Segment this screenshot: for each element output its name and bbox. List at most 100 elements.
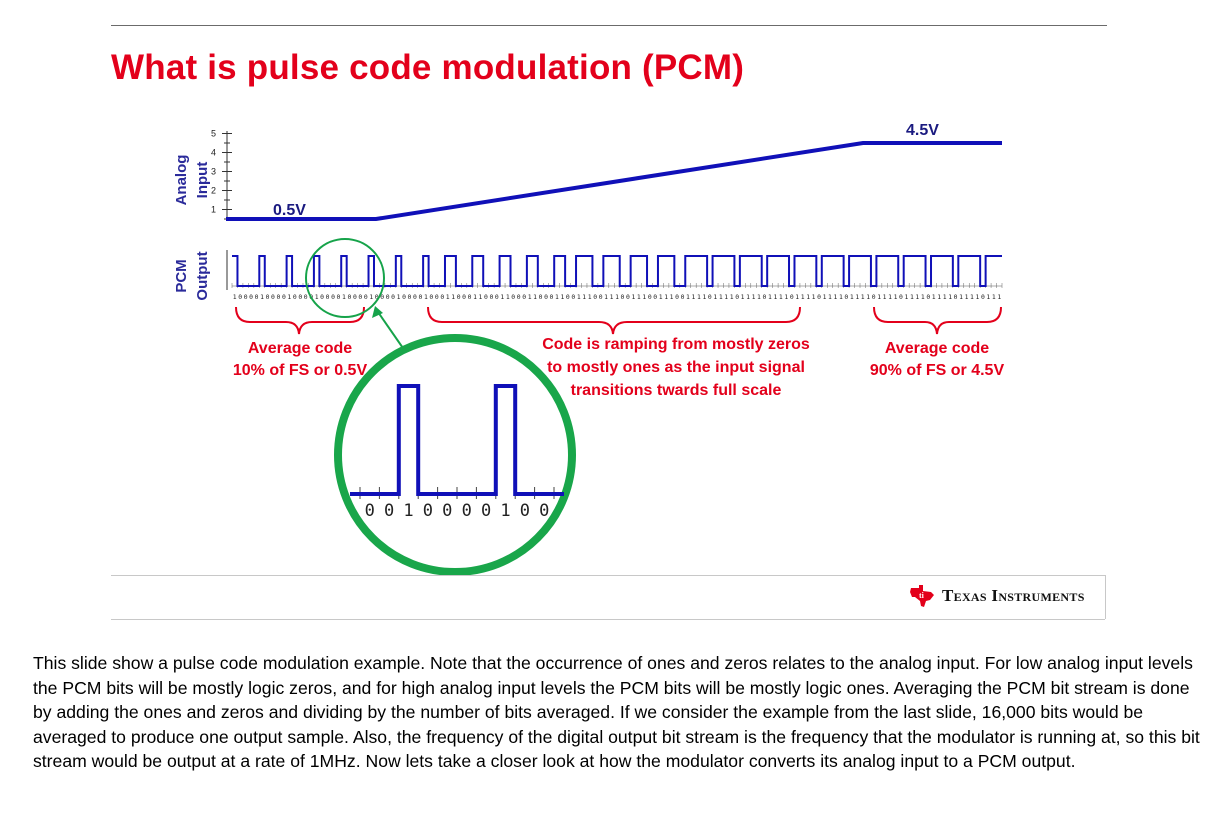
pcm-bit-label: 0 <box>413 293 417 301</box>
pcm-bit-label: 1 <box>604 293 608 301</box>
pcm-bit-label: 0 <box>981 293 985 301</box>
pcm-bit-label: 1 <box>970 293 974 301</box>
pcm-bit-label: 0 <box>954 293 958 301</box>
analog-ticks <box>222 133 232 220</box>
footer-right-rule <box>1105 575 1106 619</box>
pcm-bit-label: 0 <box>708 293 712 301</box>
pcm-bit-label: 0 <box>435 293 439 301</box>
zoom-arrowhead <box>372 306 383 318</box>
zoom-bit-label: 0 <box>520 501 530 521</box>
pcm-bit-label: 1 <box>915 293 919 301</box>
pcm-bit-label: 0 <box>337 293 341 301</box>
pcm-bit-label: 0 <box>255 293 259 301</box>
pcm-bit-label: 1 <box>506 293 510 301</box>
pcm-bit-label: 1 <box>588 293 592 301</box>
top-divider <box>111 25 1107 26</box>
pcm-bit-label: 1 <box>997 293 1001 301</box>
pcm-bit-label: 0 <box>550 293 554 301</box>
pcm-bit-label: 0 <box>484 293 488 301</box>
pcm-bit-label: 0 <box>735 293 739 301</box>
slide-title: What is pulse code modulation (PCM) <box>111 48 745 87</box>
pcm-bit-label: 1 <box>697 293 701 301</box>
pcm-bit-label: 1 <box>910 293 914 301</box>
pcm-bit-label: 0 <box>391 293 395 301</box>
pcm-bit-label: 0 <box>539 293 543 301</box>
pcm-bit-label: 1 <box>741 293 745 301</box>
pcm-bit-label: 0 <box>418 293 422 301</box>
pcm-bit-label: 1 <box>397 293 401 301</box>
pcm-bit-label: 0 <box>790 293 794 301</box>
pcm-bit-label: 1 <box>369 293 373 301</box>
zoom-bit-label: 1 <box>500 501 510 521</box>
zoom-bit-label: 0 <box>423 501 433 521</box>
pcm-bit-label: 1 <box>424 293 428 301</box>
pcm-bit-label: 0 <box>648 293 652 301</box>
pcm-bit-label: 0 <box>517 293 521 301</box>
pcm-bit-label: 1 <box>713 293 717 301</box>
pcm-bit-label: 0 <box>249 293 253 301</box>
pcm-bit-label: 1 <box>757 293 761 301</box>
pcm-bit-label: 0 <box>681 293 685 301</box>
left-caption-line2: 10% of FS or 0.5V <box>233 362 368 379</box>
pcm-bit-label: 1 <box>342 293 346 301</box>
pcm-bit-label: 0 <box>298 293 302 301</box>
pcm-bit-label: 0 <box>304 293 308 301</box>
pcm-bit-label: 0 <box>408 293 412 301</box>
pcm-bit-label: 1 <box>855 293 859 301</box>
zoom-waveform <box>350 384 564 496</box>
pcm-bit-label: 0 <box>462 293 466 301</box>
pcm-bit-label: 0 <box>899 293 903 301</box>
pcm-bit-label: 1 <box>451 293 455 301</box>
pcm-bit-label: 1 <box>582 293 586 301</box>
right-brace <box>873 306 1002 335</box>
pcm-bit-label: 1 <box>610 293 614 301</box>
pcm-bit-label: 0 <box>675 293 679 301</box>
analog-tick-label: 3 <box>211 167 216 177</box>
zoom-bit-label: 0 <box>442 501 452 521</box>
pcm-bit-label: 0 <box>817 293 821 301</box>
pcm-bit-label: 1 <box>861 293 865 301</box>
pcm-bit-label: 1 <box>659 293 663 301</box>
pcm-bit-label: 1 <box>479 293 483 301</box>
left-brace <box>235 306 365 335</box>
pcm-bit-label: 0 <box>238 293 242 301</box>
pcm-bit-label: 1 <box>976 293 980 301</box>
pcm-bit-label: 1 <box>730 293 734 301</box>
pcm-bit-label: 1 <box>773 293 777 301</box>
pcm-bit-label: 1 <box>702 293 706 301</box>
pcm-bit-label: 1 <box>959 293 963 301</box>
pcm-bit-label: 0 <box>402 293 406 301</box>
pcm-axis-label-2: Output <box>194 251 211 300</box>
footer-bottom-rule <box>111 619 1105 620</box>
pcm-bit-label: 0 <box>566 293 570 301</box>
pcm-axis-label: PCM <box>173 259 190 292</box>
ti-logo-text: Texas Instruments <box>942 586 1085 605</box>
pcm-bit-label: 0 <box>380 293 384 301</box>
zoom-bit-label: 0 <box>462 501 472 521</box>
pcm-bit-label: 1 <box>823 293 827 301</box>
pcm-bit-label: 0 <box>544 293 548 301</box>
pcm-bit-label: 0 <box>626 293 630 301</box>
pcm-bit-label: 1 <box>801 293 805 301</box>
middle-caption-line3: transitions twards full scale <box>571 382 782 399</box>
pcm-bit-label: 1 <box>746 293 750 301</box>
pcm-bit-label: 1 <box>883 293 887 301</box>
pcm-bit-label: 1 <box>233 293 237 301</box>
middle-caption-line2: to mostly ones as the input signal <box>547 359 805 376</box>
pcm-bit-label: 1 <box>577 293 581 301</box>
pcm-bit-label: 1 <box>943 293 947 301</box>
zoom-bit-label: 0 <box>539 501 549 521</box>
pcm-bit-label: 0 <box>440 293 444 301</box>
zoom-connector-line <box>377 311 406 352</box>
pcm-bit-label: 0 <box>429 293 433 301</box>
pcm-bit-label: 0 <box>593 293 597 301</box>
pcm-bit-label: 0 <box>358 293 362 301</box>
middle-brace <box>427 306 801 335</box>
pcm-bit-label: 1 <box>806 293 810 301</box>
pcm-bit-label: 1 <box>905 293 909 301</box>
right-caption-line1: Average code <box>885 340 989 357</box>
pcm-bit-label: 1 <box>260 293 264 301</box>
